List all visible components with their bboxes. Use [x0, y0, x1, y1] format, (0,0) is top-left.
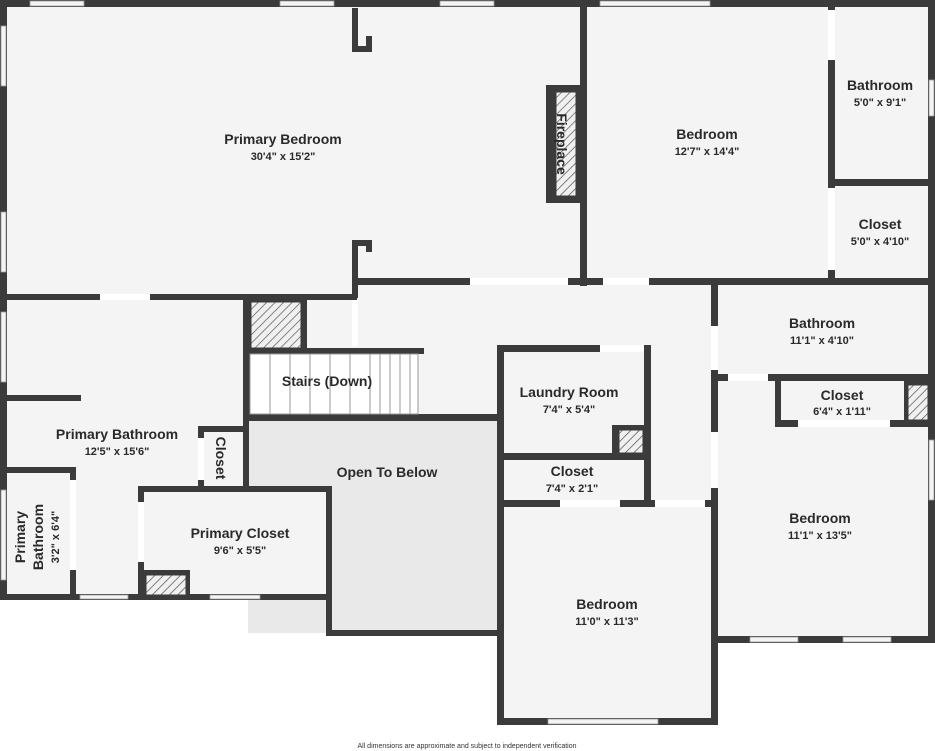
primary-bathroom-small-line2: Bathroom — [30, 504, 46, 570]
bedroom-3-dim: 11'0" x 11'3" — [575, 616, 638, 628]
bathroom-2-name: Bathroom — [789, 315, 855, 331]
primary-bathroom-name: Primary Bathroom — [56, 426, 178, 442]
primary-closet-dim: 9'6" x 5'5" — [214, 545, 266, 557]
closet-1-name: Closet — [859, 216, 902, 232]
bedroom-2-dim: 11'1" x 13'5" — [788, 530, 852, 542]
floor-areas — [3, 3, 932, 722]
closet-3-dim: 7'4" x 2'1" — [546, 483, 598, 495]
closet-2-dim: 6'4" x 1'11" — [813, 406, 871, 418]
bedroom-3-name: Bedroom — [576, 596, 637, 612]
stair-treads — [249, 353, 419, 415]
laundry-room-name: Laundry Room — [520, 384, 619, 400]
bedroom-1-name: Bedroom — [676, 126, 737, 142]
bedroom-2-name: Bedroom — [789, 510, 850, 526]
primary-closet-name: Primary Closet — [191, 525, 290, 541]
room-labels: Primary Bedroom 30'4" x 15'2" Fireplace … — [12, 77, 913, 628]
fireplace-label: Fireplace — [554, 113, 570, 175]
open-to-below-label: Open To Below — [337, 464, 438, 480]
primary-bathroom-small-line1: Primary — [12, 511, 28, 563]
closet-1-dim: 5'0" x 4'10" — [851, 236, 909, 248]
closet-3-name: Closet — [551, 463, 594, 479]
bathroom-2-dim: 11'1" x 4'10" — [790, 335, 854, 347]
closet-2-name: Closet — [821, 387, 864, 403]
primary-bedroom-name: Primary Bedroom — [224, 131, 341, 147]
primary-bathroom-dim: 12'5" x 15'6" — [85, 446, 150, 458]
primary-bedroom-dim: 30'4" x 15'2" — [251, 151, 316, 163]
bathroom-1-name: Bathroom — [847, 77, 913, 93]
bathroom-1-dim: 5'0" x 9'1" — [854, 97, 906, 109]
hatched-blocks — [145, 91, 929, 596]
bedroom-1-dim: 12'7" x 14'4" — [675, 146, 740, 158]
disclaimer-footer: All dimensions are approximate and subje… — [357, 743, 576, 750]
primary-bathroom-small-dim: 3'2" x 6'4" — [50, 511, 62, 563]
windows — [0, 0, 935, 725]
stairs-label: Stairs (Down) — [282, 373, 372, 389]
laundry-room-dim: 7'4" x 5'4" — [543, 404, 595, 416]
closet-small-label: Closet — [213, 437, 229, 480]
